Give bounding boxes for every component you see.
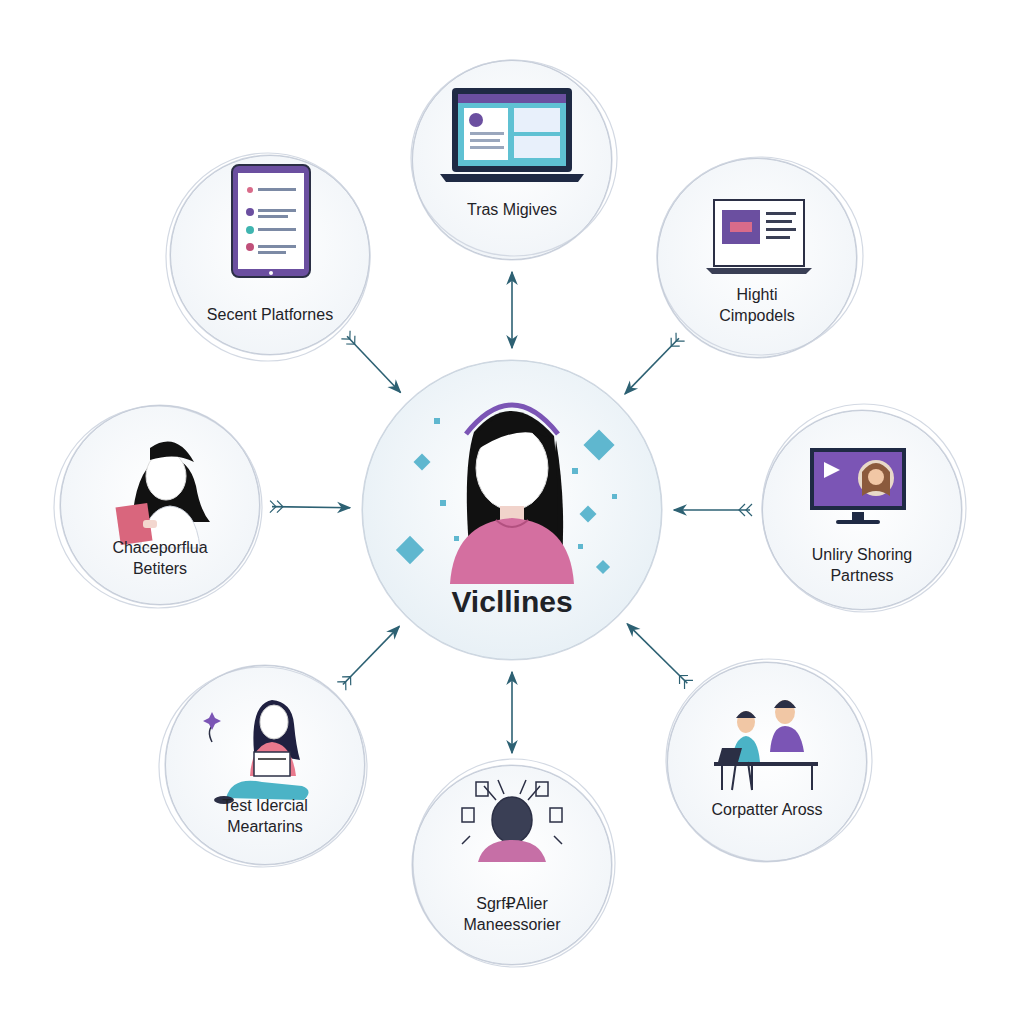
circle-label: Corpatter Aross <box>711 800 822 821</box>
platform-circle: Tras Migives <box>412 60 612 260</box>
circle-label: Tras Migives <box>467 200 557 221</box>
laptop-icon <box>706 200 812 274</box>
circle-label: Test Idercial Meartarins <box>200 796 330 838</box>
platform-circle: Highti Cimpodels <box>657 158 857 358</box>
platform-circle: Sgrf₽Alier Maneessorier <box>412 765 612 965</box>
connector-arrow <box>511 272 513 348</box>
platform-circle: Chaceporflua Betiters <box>60 405 260 605</box>
arrow-feather <box>680 675 693 688</box>
arrow-feather <box>337 677 350 691</box>
connector-arrow <box>343 626 399 684</box>
circle-label: Highti Cimpodels <box>697 285 817 327</box>
circle-grounds <box>54 60 966 967</box>
manager-figure <box>462 780 562 862</box>
circle-label: Sgrf₽Alier Maneessorier <box>437 894 587 936</box>
hub-title: Vicllines <box>451 582 572 621</box>
coworkers-figure <box>714 700 818 790</box>
reader-figure <box>116 442 210 548</box>
platform-circle: Test Idercial Meartarins <box>165 665 365 865</box>
circle-label: Chaceporflua Betiters <box>85 538 235 580</box>
platform-circle: Corpatter Aross <box>667 662 867 862</box>
circle-label: Secent Platfornes <box>207 305 333 326</box>
monitor-icon <box>810 448 906 524</box>
platform-circle: Unliry Shoring Partness <box>762 410 962 610</box>
seated-figure <box>203 700 309 804</box>
arrow-feather <box>671 333 684 347</box>
connector-arrow <box>627 624 687 683</box>
connector-arrow <box>511 672 513 753</box>
arrow-feather <box>739 504 752 516</box>
laptop-icon <box>440 88 584 182</box>
hub-circle: Vicllines <box>362 360 662 660</box>
circle-label: Unliry Shoring Partness <box>797 545 927 587</box>
arrow-feather <box>341 331 355 345</box>
tablet-icon <box>232 165 310 277</box>
platform-circle: Secent Platfornes <box>170 155 370 355</box>
arrow-feather <box>270 501 283 513</box>
center-avatar <box>396 405 617 584</box>
